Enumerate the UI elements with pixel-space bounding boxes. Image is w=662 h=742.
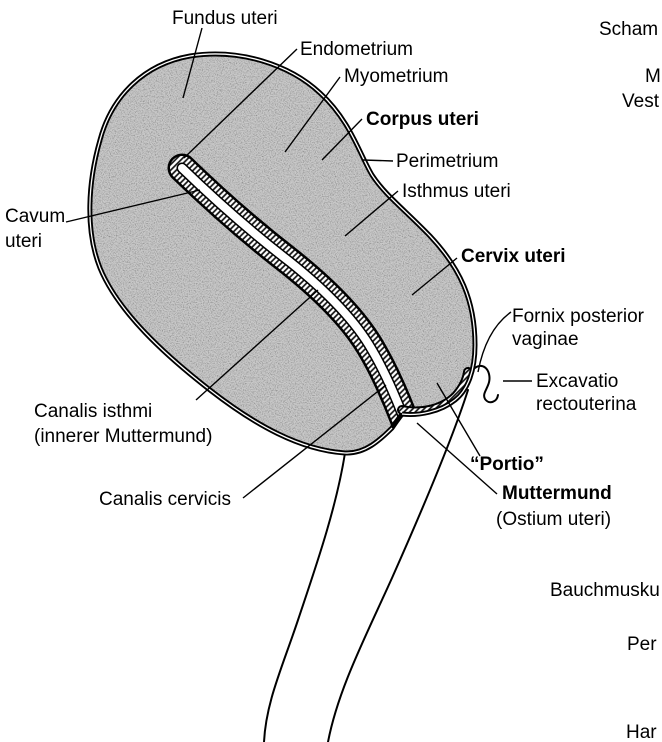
- label-endometrium: Endometrium: [300, 39, 413, 60]
- label-canalis-isthmi-line2: (innerer Muttermund): [34, 426, 212, 447]
- leader-line-perimetrium: [363, 160, 393, 161]
- label-perimetrium: Perimetrium: [396, 151, 498, 172]
- label-cervix-uteri: Cervix uteri: [461, 246, 566, 267]
- label-myometrium: Myometrium: [344, 66, 449, 87]
- leader-line-fornix-posterior-vaginae: [478, 312, 511, 372]
- label-cut-off-2: M: [645, 66, 661, 87]
- label-excavatio-rectouterina-line2: rectouterina: [536, 394, 637, 415]
- vagina-anterior-wall: [264, 453, 345, 742]
- label-fornix-posterior-vaginae-line1: Fornix posterior: [512, 306, 645, 327]
- label-muttermund-line2: (Ostium uteri): [496, 509, 611, 530]
- label-isthmus-uteri: Isthmus uteri: [402, 181, 511, 202]
- label-cavum-uteri-line1: Cavum: [5, 206, 65, 227]
- label-fundus-uteri: Fundus uteri: [172, 8, 278, 29]
- label-corpus-uteri: Corpus uteri: [366, 109, 479, 130]
- label-cut-off-1: Scham: [599, 19, 658, 40]
- label-cut-off-5: Per: [627, 634, 657, 655]
- label-cut-off-6: Har: [626, 722, 657, 742]
- label-excavatio-rectouterina-line1: Excavatio: [536, 371, 618, 392]
- label-canalis-isthmi-line1: Canalis isthmi: [34, 401, 152, 422]
- label-fornix-posterior-vaginae-line2: vaginae: [512, 329, 579, 350]
- label-cavum-uteri-line2: uteri: [5, 231, 42, 252]
- label-cut-off-3: Vest: [622, 91, 660, 112]
- label-cut-off-4: Bauchmusku: [550, 580, 660, 601]
- label-canalis-cervicis: Canalis cervicis: [99, 489, 231, 510]
- label-muttermund-line1: Muttermund: [502, 483, 612, 504]
- label-portio: “Portio”: [470, 454, 544, 475]
